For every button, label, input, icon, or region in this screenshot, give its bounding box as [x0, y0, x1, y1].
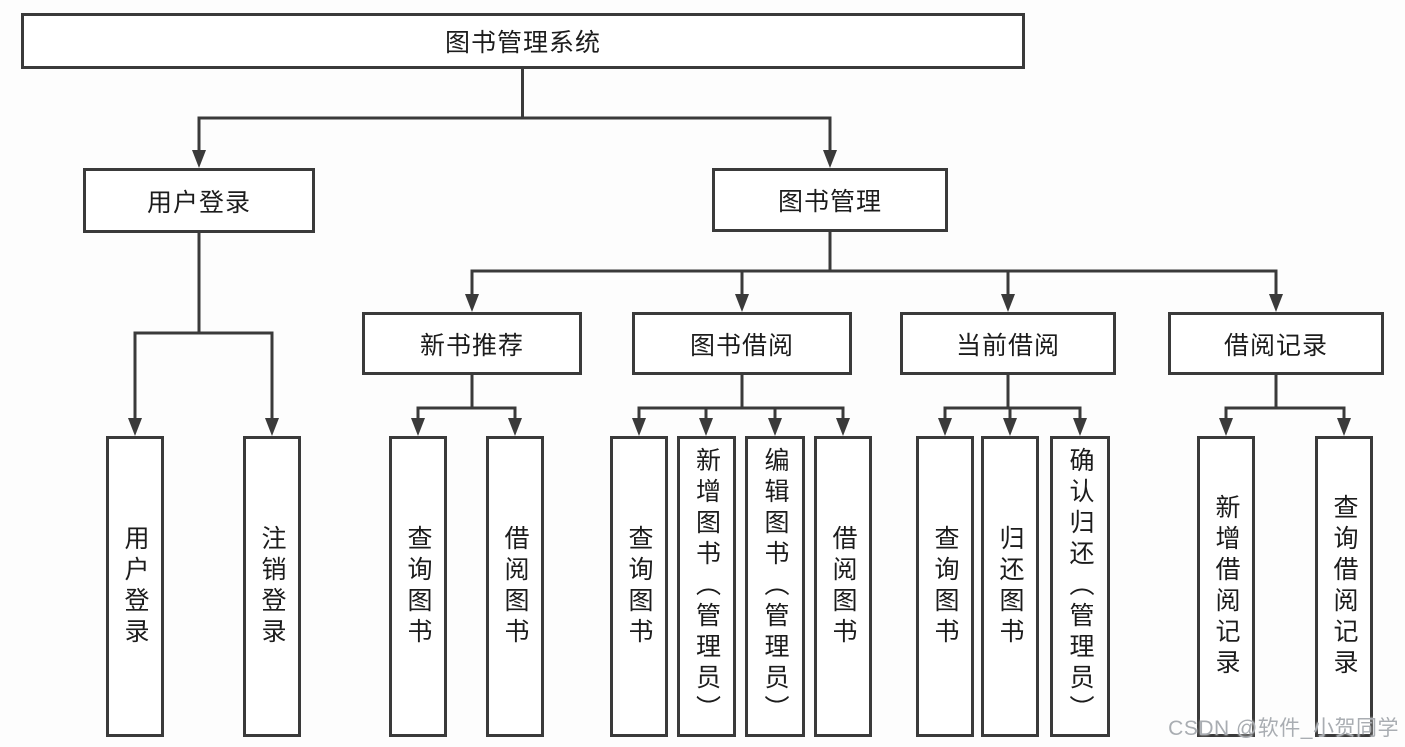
leaf-borrow-book-2: 借阅图书 — [814, 436, 872, 737]
node-borrow-record: 借阅记录 — [1168, 312, 1384, 375]
leaf-query-borrow-record: 查询借阅记录 — [1315, 436, 1373, 737]
leaf-query-book-2: 查询图书 — [610, 436, 668, 737]
node-book-borrow: 图书借阅 — [632, 312, 852, 375]
leaf-add-book-admin: 新增图书（管理员） — [677, 436, 736, 737]
leaf-edit-book-admin: 编辑图书（管理员） — [745, 436, 805, 737]
leaf-query-book-3: 查询图书 — [916, 436, 974, 737]
leaf-logout: 注销登录 — [243, 436, 301, 737]
node-new-book-recommend: 新书推荐 — [362, 312, 582, 375]
leaf-add-borrow-record: 新增借阅记录 — [1197, 436, 1255, 737]
node-book-management: 图书管理 — [712, 168, 948, 232]
node-current-borrow: 当前借阅 — [900, 312, 1116, 375]
leaf-confirm-return-admin: 确认归还（管理员） — [1050, 436, 1110, 737]
leaf-query-book-1: 查询图书 — [389, 436, 447, 737]
leaf-user-login: 用户登录 — [106, 436, 164, 737]
leaf-borrow-book-1: 借阅图书 — [486, 436, 544, 737]
leaf-return-book: 归还图书 — [981, 436, 1039, 737]
node-user-login: 用户登录 — [83, 168, 315, 233]
node-root-system: 图书管理系统 — [21, 13, 1025, 69]
arrowheads — [128, 150, 1351, 436]
